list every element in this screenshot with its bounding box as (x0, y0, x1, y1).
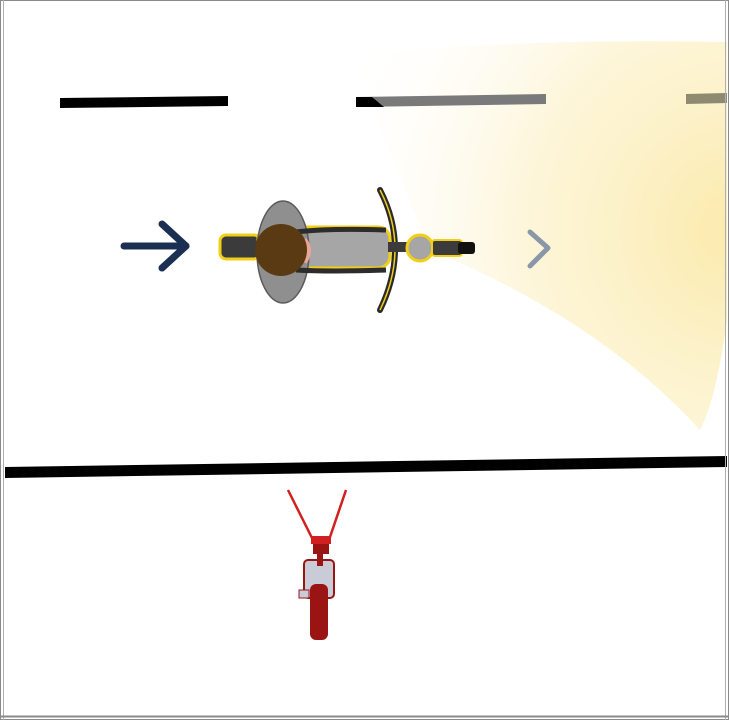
lane-dash-1 (60, 96, 228, 108)
front-fender (432, 240, 462, 256)
rider-arm-right (296, 270, 386, 271)
bicycle-rear-wheel (310, 584, 328, 640)
bicycle-pedal (299, 590, 309, 598)
front-wheel (458, 242, 475, 254)
lane-dash-3 (686, 93, 727, 104)
rider-arm-left (296, 229, 386, 232)
headlight (407, 235, 433, 261)
motorcycle-tail (220, 235, 260, 259)
rider-helmet (255, 224, 307, 276)
bicycle-stem (311, 536, 331, 544)
bicycle-front-wheel (317, 548, 323, 566)
